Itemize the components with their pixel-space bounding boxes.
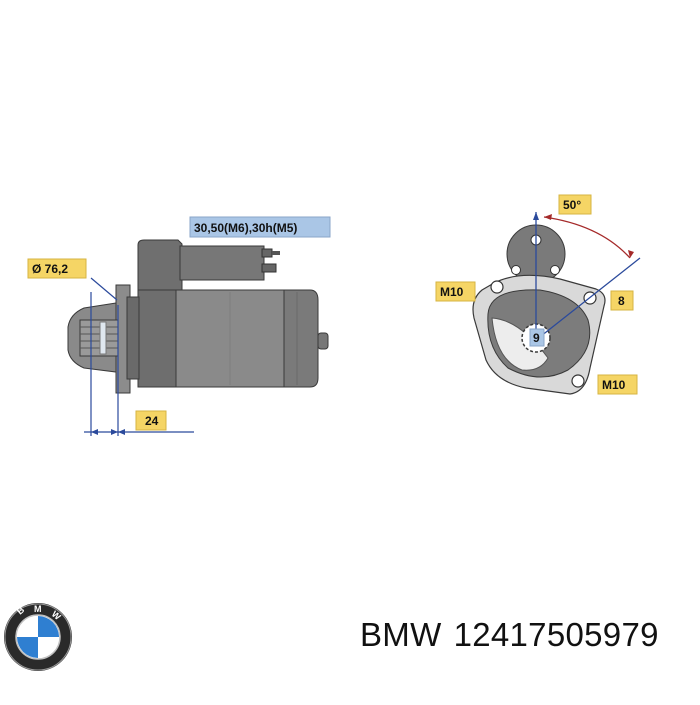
label-bolt-size: 8 xyxy=(610,290,634,311)
label-voltage-rating-text: 30,50(M6),30h(M5) xyxy=(194,221,297,235)
solenoid-cap xyxy=(179,245,265,281)
motor-end-cap xyxy=(283,289,319,388)
motor-body xyxy=(175,289,287,388)
label-mount-right-text: M10 xyxy=(602,378,626,392)
label-teeth: 9 xyxy=(529,328,545,347)
starter-side-view xyxy=(67,239,329,394)
label-voltage-rating: 30,50(M6),30h(M5) xyxy=(189,216,331,238)
part-number: 12417505979 xyxy=(453,616,659,653)
solenoid-terminal-bottom xyxy=(261,263,277,273)
bmw-roundel-logo: B M W xyxy=(4,603,72,671)
label-mount-left-text: M10 xyxy=(440,285,464,299)
end-cap-stud xyxy=(317,332,329,350)
label-mount-right: M10 xyxy=(597,374,638,395)
solenoid-screw xyxy=(272,251,280,255)
svg-text:B: B xyxy=(15,604,27,616)
label-teeth-text: 9 xyxy=(533,331,540,345)
label-mount-left: M10 xyxy=(435,281,476,302)
side-dimension-lines xyxy=(84,277,194,436)
end-dimension-lines xyxy=(533,212,641,341)
label-diameter-text: Ø 76,2 xyxy=(32,262,68,276)
drive-housing xyxy=(137,289,179,388)
solenoid-terminal-top xyxy=(261,248,273,258)
solenoid-body xyxy=(137,239,183,291)
label-offset-text: 24 xyxy=(145,414,159,428)
pinion-gear xyxy=(79,319,119,357)
product-caption: BMW 12417505979 xyxy=(360,616,659,654)
bolt-hole-top-left xyxy=(490,280,504,294)
label-angle: 50° xyxy=(558,194,592,215)
label-offset: 24 xyxy=(135,410,167,431)
label-angle-text: 50° xyxy=(563,198,581,212)
label-diameter: Ø 76,2 xyxy=(27,258,87,279)
bolt-hole-bottom xyxy=(571,374,585,388)
label-bolt-size-text: 8 xyxy=(618,294,625,308)
svg-text:M: M xyxy=(34,604,42,614)
starter-end-view xyxy=(472,224,606,395)
brand-name: BMW xyxy=(360,616,442,653)
